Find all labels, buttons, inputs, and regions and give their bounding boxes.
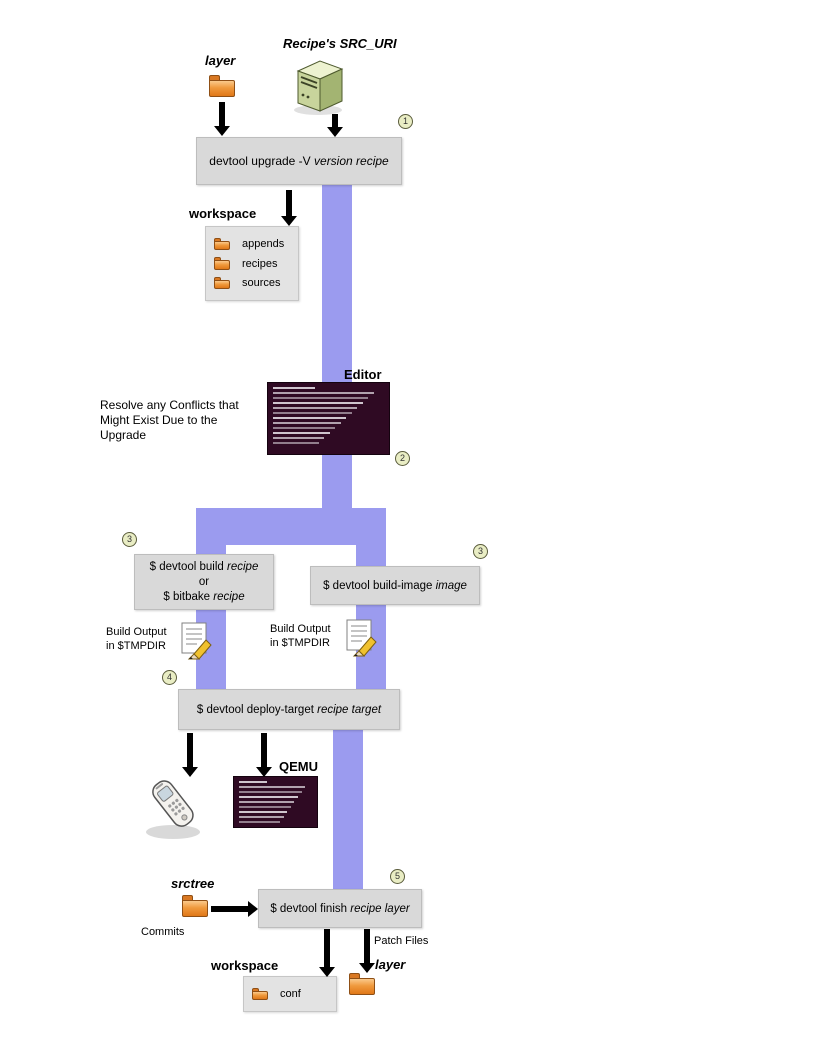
arrow-finish-to-workspace — [319, 929, 335, 977]
build-output-left-note: Build Output in $TMPDIR — [106, 626, 167, 652]
build-output-left-doc-icon — [179, 621, 215, 666]
flow-band-to-finish — [333, 726, 363, 892]
layer-top-label: layer — [205, 53, 236, 68]
finish-command-box: $ devtool finish recipe layer — [258, 889, 422, 928]
workspace-item: sources — [214, 276, 290, 290]
workspace-item-label: conf — [280, 988, 301, 1000]
workspace-top-label: workspace — [189, 206, 257, 221]
build-image-command-text: $ devtool build-image image — [323, 578, 467, 594]
workspace-item-label: appends — [242, 238, 285, 250]
commits-label: Commits — [141, 926, 185, 938]
finish-command-text: $ devtool finish recipe layer — [270, 901, 409, 917]
resolve-conflicts-note: Resolve any Conflicts that Might Exist D… — [100, 398, 239, 442]
flow-band-horizontal — [196, 508, 386, 545]
command-var-part: recipe target — [317, 703, 382, 716]
step-5-badge: 5 — [390, 869, 405, 884]
qemu-terminal-screenshot — [233, 776, 318, 828]
upgrade-command-box: devtool upgrade -V version recipe — [196, 137, 402, 185]
command-text-part: $ bitbake — [163, 590, 214, 603]
folder-icon — [214, 257, 230, 270]
workspace-bottom-label: workspace — [211, 958, 279, 973]
srctree-label: srctree — [171, 876, 215, 891]
target-device-phone-icon — [142, 772, 208, 847]
command-text-part: $ devtool finish — [270, 902, 351, 915]
build-image-command-box: $ devtool build-image image — [310, 566, 480, 605]
step-3-right-badge: 3 — [473, 544, 488, 559]
server-icon — [288, 57, 348, 120]
command-var-part: version recipe — [314, 154, 389, 168]
command-var-part: recipe — [213, 590, 245, 603]
build-output-right-note: Build Output in $TMPDIR — [270, 623, 331, 649]
editor-terminal-screenshot — [267, 382, 390, 455]
layer-top-folder-icon — [209, 75, 235, 97]
step-1-badge: 1 — [398, 114, 413, 129]
folder-icon — [252, 987, 268, 1001]
step-4-badge: 4 — [162, 670, 177, 685]
deploy-command-box: $ devtool deploy-target recipe target — [178, 689, 400, 730]
command-text-part: $ devtool deploy-target — [196, 703, 318, 716]
step-3-left-badge: 3 — [122, 532, 137, 547]
step-2-badge: 2 — [395, 451, 410, 466]
command-var-part: image — [435, 579, 467, 592]
workspace-bottom-box: conf — [243, 976, 337, 1012]
arrow-srctree-to-finish — [211, 901, 258, 917]
build-command-line2: or — [198, 575, 210, 588]
layer-bottom-folder-icon — [349, 973, 375, 995]
arrow-srcuri-to-upgrade — [327, 114, 343, 137]
workspace-item-label: sources — [242, 277, 281, 289]
arrow-layer-to-upgrade — [214, 102, 230, 136]
workspace-item-label: recipes — [242, 257, 278, 270]
workspace-item: conf — [252, 987, 328, 1001]
build-command-line3: $ bitbake recipe — [163, 590, 244, 605]
folder-icon — [214, 276, 230, 290]
command-text-part: $ devtool build-image — [323, 579, 436, 592]
command-var-part: recipe — [227, 560, 259, 573]
qemu-label: QEMU — [279, 759, 318, 774]
upgrade-command-text: devtool upgrade -V version recipe — [209, 153, 388, 169]
arrow-finish-to-layer — [359, 929, 375, 973]
build-command-line1: $ devtool build recipe — [150, 560, 259, 575]
srctree-folder-icon — [182, 895, 208, 917]
arrow-deploy-to-qemu — [256, 733, 272, 777]
deploy-command-text: $ devtool deploy-target recipe target — [197, 702, 381, 718]
command-text-part: $ devtool build — [149, 560, 228, 573]
build-output-right-doc-icon — [344, 618, 380, 663]
build-command-box: $ devtool build recipe or $ bitbake reci… — [134, 554, 274, 610]
recipe-src-uri-label: Recipe's SRC_URI — [283, 36, 397, 51]
arrow-deploy-to-device — [182, 733, 198, 777]
editor-label: Editor — [344, 367, 382, 382]
workspace-item: recipes — [214, 257, 290, 270]
folder-icon — [214, 237, 230, 251]
layer-bottom-label: layer — [375, 957, 406, 972]
flow-band-main — [322, 183, 352, 513]
workspace-item: appends — [214, 237, 290, 251]
command-text-part: devtool upgrade -V — [209, 154, 315, 168]
flow-band-right-leg — [356, 540, 386, 695]
workspace-top-box: appends recipes sources — [205, 226, 299, 301]
command-var-part: recipe layer — [350, 902, 410, 915]
arrow-upgrade-to-workspace — [281, 190, 297, 226]
patch-files-label: Patch Files — [374, 935, 429, 947]
